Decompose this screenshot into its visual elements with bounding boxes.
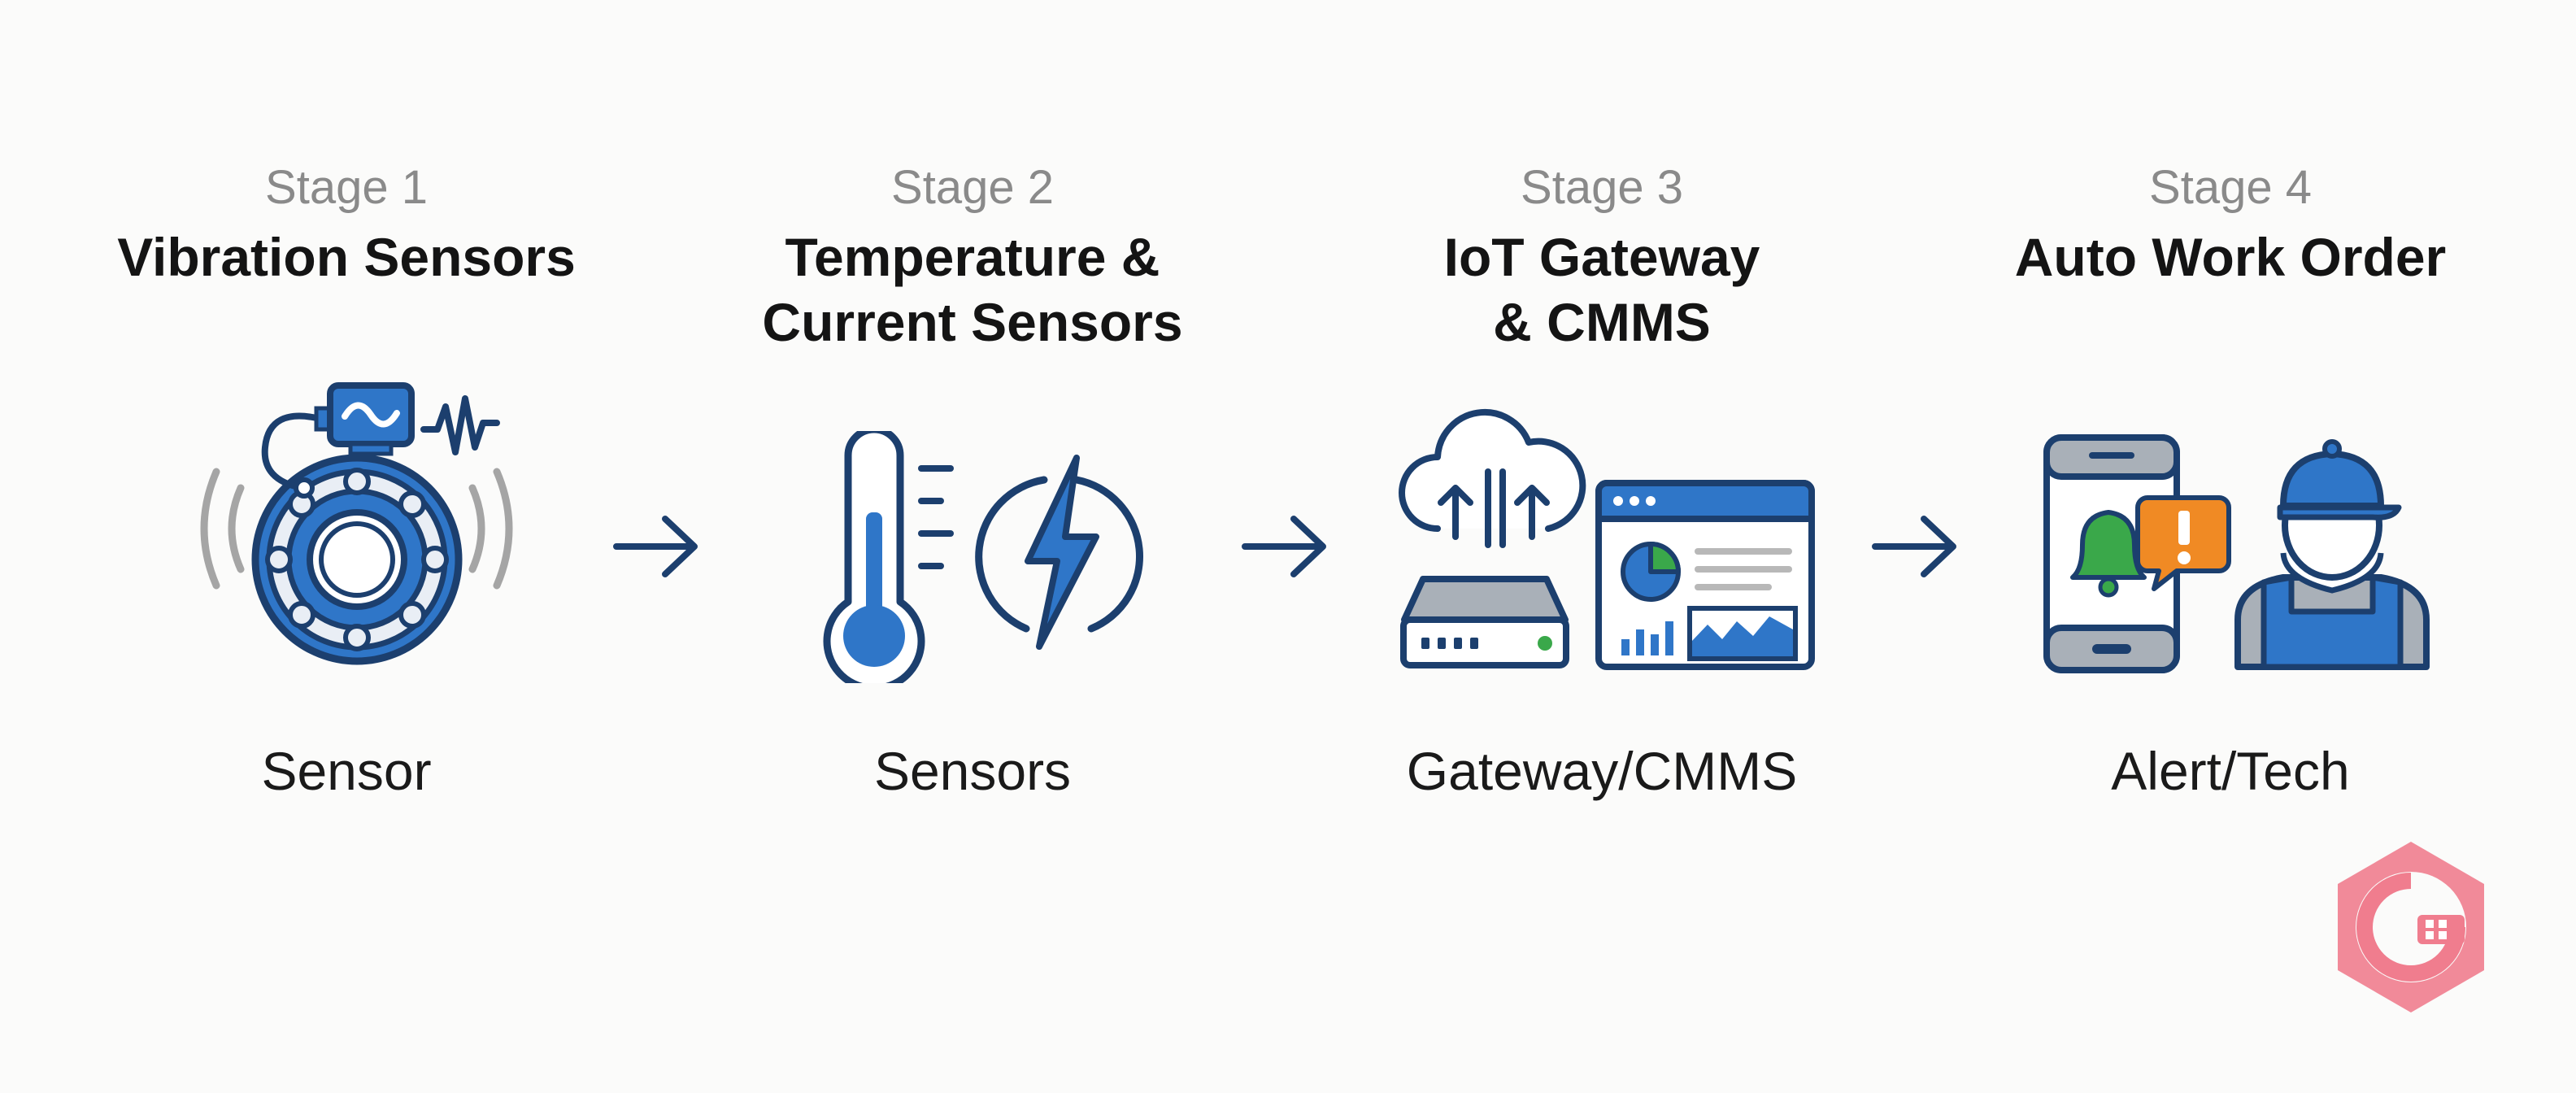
- stage-2: Stage 2 Temperature & Current Sensors Se…: [664, 0, 1281, 1093]
- stage-caption: Alert/Tech: [2111, 741, 2350, 801]
- technician-icon: [2234, 439, 2430, 670]
- arrow-right-icon: [1242, 516, 1326, 577]
- stage-caption: Gateway/CMMS: [1406, 741, 1798, 801]
- arrow-right-icon: [1872, 516, 1956, 577]
- stage-3: Stage 3 IoT Gateway & CMMS: [1293, 0, 1911, 1093]
- stage-number: Stage 4: [2149, 161, 2312, 214]
- vibration-sensor-bearing-icon: [200, 382, 513, 665]
- gateway-router-icon: [1400, 576, 1569, 668]
- logo-icon: [2338, 842, 2484, 1012]
- stage-1: Stage 1 Vibration Sensors: [37, 0, 655, 1093]
- stage-title: Temperature & Current Sensors: [762, 227, 1183, 352]
- stage-title: Vibration Sensors: [117, 227, 576, 287]
- arrow-right-icon: [613, 516, 698, 577]
- cmms-dashboard-icon: [1595, 480, 1815, 670]
- stage-title: IoT Gateway & CMMS: [1443, 227, 1760, 352]
- cloud-upload-icon: [1399, 408, 1586, 548]
- thermometer-icon: [823, 431, 954, 683]
- stage-title: Auto Work Order: [2014, 227, 2447, 287]
- stage-caption: Sensor: [261, 741, 432, 801]
- electric-current-icon: [975, 455, 1143, 650]
- phone-alert-icon: [2043, 434, 2231, 673]
- stage-caption: Sensors: [873, 741, 1072, 801]
- stage-number: Stage 1: [265, 161, 428, 214]
- stage-number: Stage 2: [891, 161, 1054, 214]
- stage-number: Stage 3: [1521, 161, 1683, 214]
- stage-4: Stage 4 Auto Work Order Alert/Tech: [1921, 0, 2539, 1093]
